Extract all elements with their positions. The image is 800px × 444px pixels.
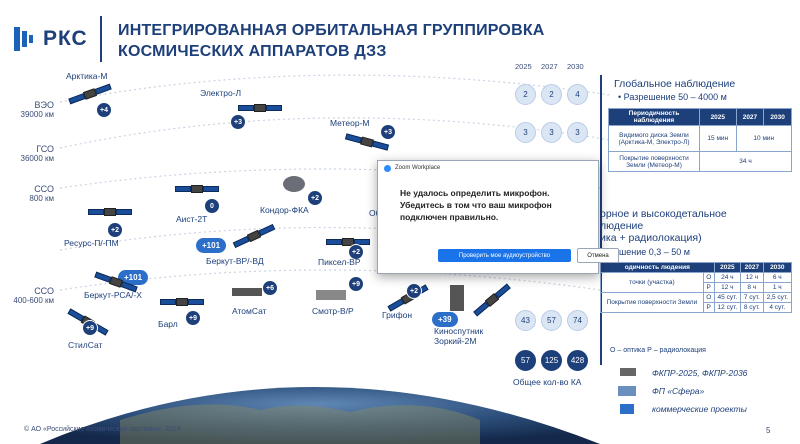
satellite-icon [232, 288, 262, 296]
program-line-2: ФП «Сфера» [652, 386, 705, 396]
satellite-icon [238, 104, 282, 112]
sat-label-berkut-rsa: Беркут-РСА/-Х [84, 290, 142, 300]
count-cell: 2 [541, 84, 562, 105]
program-line-1: ФКПР-2025, ФКПР-2036 [652, 368, 748, 378]
count-total: 57 [515, 350, 536, 371]
badge-stilsat: +9 [82, 320, 98, 336]
badge-elektro: +3 [230, 114, 246, 130]
check-audio-button[interactable]: Проверить мое аудиоустройство [438, 249, 571, 262]
dialog-message: Не удалось определить микрофон. Убедитес… [400, 188, 552, 222]
sat-label-arktika: Арктика-М [66, 71, 108, 81]
badge-aist: 0 [204, 198, 220, 214]
sat-label-elektro: Электро-Л [200, 88, 242, 98]
satellite-icon [450, 285, 464, 311]
sat-label-piksel: Пиксел-ВР [318, 257, 361, 267]
dialog-app-name: Zoom Workplace [395, 165, 441, 171]
satellite-icon [283, 176, 305, 192]
footer-copyright: © АО «Российские космические системы», 2… [24, 426, 181, 433]
sat-label-kondor: Кондор-ФКА [260, 205, 309, 215]
detailed-legend: О – оптика Р – радиолокация [610, 347, 706, 354]
count-year-2025: 2025 [515, 62, 532, 71]
satellite-icon [316, 290, 346, 300]
dialog-titlebar[interactable]: Zoom Workplace [378, 161, 598, 175]
logo-text: РКС [43, 27, 88, 50]
program-line-3: коммерческие проекты [652, 404, 747, 414]
sat-label-aist: Аист-2Т [176, 214, 208, 224]
badge-meteor: +3 [380, 124, 396, 140]
panel-divider [600, 75, 602, 365]
sat-label-grifon: Грифон [382, 310, 413, 320]
sat-label-atomsat: АтомСат [232, 306, 267, 316]
zoom-icon [384, 164, 391, 172]
title-line-1: ИНТЕГРИРОВАННАЯ ОРБИТАЛЬНАЯ ГРУППИРОВКА [118, 22, 545, 39]
orbit-label-sso-400: ССО 400-600 км [13, 286, 54, 305]
detailed-title: орное и высокодетальное людение ика + ра… [600, 208, 727, 244]
count-year-2027: 2027 [541, 62, 558, 71]
sat-label-resurs: Ресурс-П/-ПМ [64, 238, 119, 248]
badge-grifon: +2 [406, 283, 422, 299]
global-resolution: • Разрешение 50 – 4000 м [618, 92, 727, 102]
sat-label-ob: Об [369, 208, 381, 218]
satellite-icon [175, 185, 219, 193]
header-divider [100, 16, 102, 62]
badge-berkut-rsa: +101 [118, 270, 149, 285]
count-cell: 43 [515, 310, 536, 331]
detailed-resolution: азрешение 0,3 – 50 м [600, 247, 690, 257]
satellite-icon [88, 208, 132, 216]
sat-label-meteor: Метеор-М [330, 118, 370, 128]
global-title: Глобальное наблюдение [614, 78, 736, 90]
count-cell: 74 [567, 310, 588, 331]
badge-zorkiy: +39 [432, 312, 458, 327]
satellite-icon [160, 298, 204, 306]
count-total: 125 [541, 350, 562, 371]
rks-logo: РКС [14, 22, 104, 56]
global-table: Периодичность наблюдения 2025 2027 2030 … [608, 108, 793, 172]
count-cell: 4 [567, 84, 588, 105]
orbit-label-gso: ГСО 36000 км [20, 144, 54, 163]
zoom-dialog[interactable]: Zoom Workplace Не удалось определить мик… [377, 160, 599, 274]
badge-barl: +9 [185, 310, 201, 326]
badge-smotr: +9 [348, 276, 364, 292]
count-cell: 3 [515, 122, 536, 143]
badge-atomsat: +6 [262, 280, 278, 296]
sat-label-smotr: Смотр-В/Р [312, 306, 354, 316]
badge-arktika: +4 [96, 102, 112, 118]
programs-icons [614, 364, 644, 419]
title-line-2: КОСМИЧЕСКИХ АППАРАТОВ ДЗЗ [118, 43, 387, 60]
badge-piksel: +2 [348, 244, 364, 260]
sat-label-barl: Барл [158, 319, 178, 329]
badge-berkut-vr: +101 [196, 238, 227, 253]
count-year-2030: 2030 [567, 62, 584, 71]
count-cell: 57 [541, 310, 562, 331]
page-title: ИНТЕГРИРОВАННАЯ ОРБИТАЛЬНАЯ ГРУППИРОВКА … [118, 20, 545, 62]
orbit-label-veo: ВЭО 39000 км [20, 100, 54, 119]
count-total-label: Общее кол-во КА [513, 377, 582, 387]
sat-label-zorkiy: Киноспутник Зоркий-2М [434, 326, 484, 346]
count-cell: 2 [515, 84, 536, 105]
badge-resurs: +2 [107, 222, 123, 238]
rks-logo-icon [14, 27, 38, 51]
satellite-icon [326, 238, 370, 246]
page-number: 5 [766, 426, 771, 435]
orbit-label-sso-800: ССО 800 км [29, 184, 54, 203]
badge-kondor: +2 [307, 190, 323, 206]
earth-image [40, 387, 600, 444]
count-cell: 3 [567, 122, 588, 143]
cancel-button[interactable]: Отмена [577, 248, 619, 263]
count-cell: 3 [541, 122, 562, 143]
sat-label-berkut-vr: Беркут-ВР/-ВД [206, 256, 264, 266]
sat-label-stilsat: СтилСат [68, 340, 103, 350]
count-total: 428 [567, 350, 588, 371]
detailed-table: одичность людения 2025 2027 2030 точки (… [600, 262, 793, 313]
